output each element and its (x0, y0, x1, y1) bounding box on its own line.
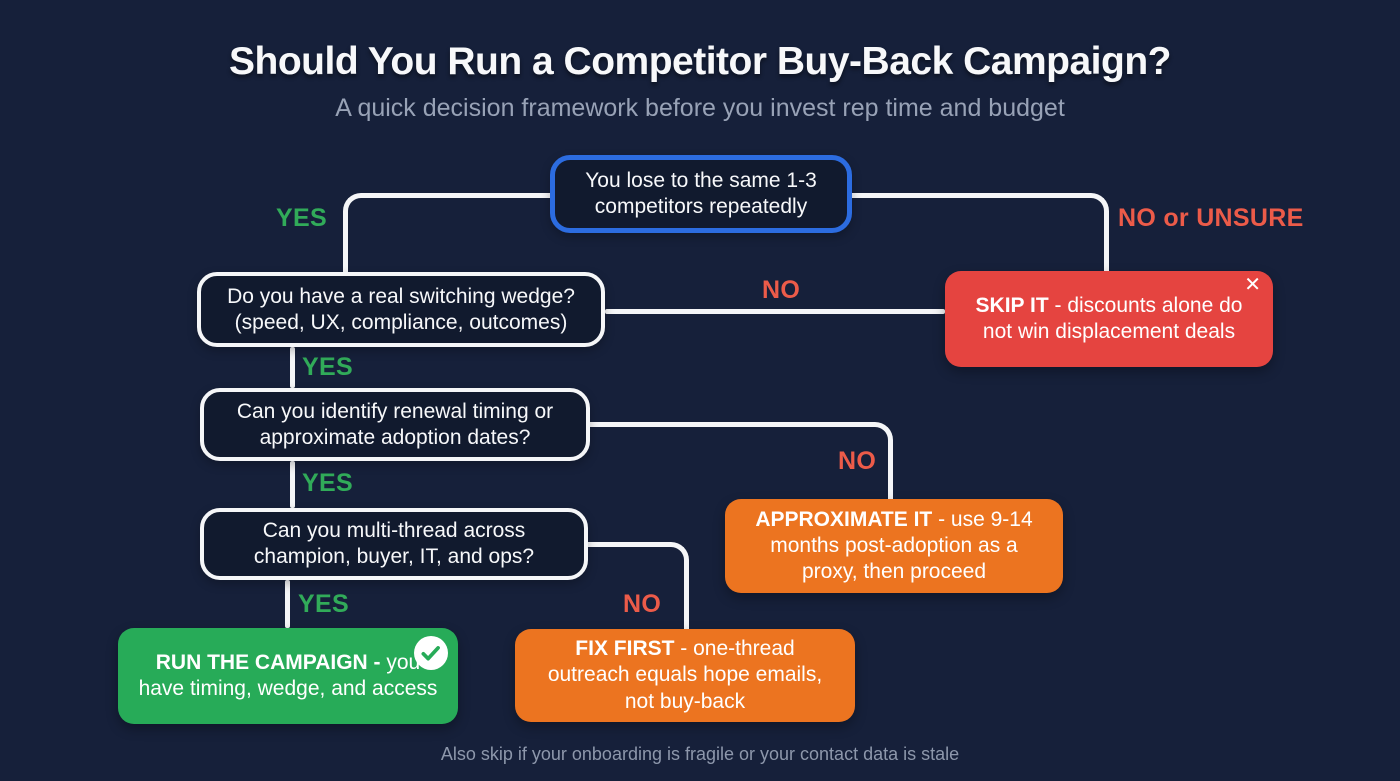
edge-label-start-yes: YES (276, 204, 327, 232)
outcome-fix-label: FIX FIRST (575, 637, 675, 661)
connector-wedge-yes (290, 347, 295, 388)
outcome-run-label: RUN THE CAMPAIGN - (155, 650, 381, 674)
connector-thread-no (588, 542, 689, 634)
outcome-fix-detail: - one-thread outreach equals hope emails… (547, 637, 823, 713)
connector-wedge-no (605, 309, 945, 314)
edge-label-wedge-yes: YES (302, 353, 353, 381)
outcome-run-text: RUN THE CAMPAIGN - you have timing, wedg… (136, 650, 440, 703)
page-subtitle: A quick decision framework before you in… (335, 94, 1065, 122)
node-start-question: You lose to the same 1-3 competitors rep… (550, 155, 852, 233)
edge-label-renewal-yes: YES (302, 469, 353, 497)
outcome-approximate-text: APPROXIMATE IT - use 9-14 months post-ad… (743, 507, 1045, 586)
connector-thread-yes (285, 580, 290, 628)
outcome-fix-text: FIX FIRST - one-thread outreach equals h… (533, 636, 837, 715)
connector-start-yes (343, 193, 550, 277)
x-icon: ✕ (1244, 274, 1261, 296)
node-multi-thread-question: Can you multi-thread across champion, bu… (200, 508, 588, 580)
outcome-approximate-detail: - use 9-14 months post-adoption as a pro… (770, 507, 1033, 584)
outcome-approximate-it: APPROXIMATE IT - use 9-14 months post-ad… (725, 499, 1063, 593)
outcome-run-detail: you have timing, wedge, and access (138, 650, 438, 700)
edge-label-start-no-or-unsure: NO or UNSURE (1118, 204, 1304, 232)
outcome-approximate-label: APPROXIMATE IT (755, 507, 933, 531)
outcome-skip-it: ✕ SKIP IT - discounts alone do not win d… (945, 271, 1273, 367)
outcome-skip-label: SKIP IT (975, 293, 1049, 317)
connector-renewal-yes (290, 461, 295, 508)
node-renewal-text: Can you identify renewal timing or appro… (236, 399, 554, 449)
node-switching-wedge-question: Do you have a real switching wedge? (spe… (197, 272, 605, 347)
footnote: Also skip if your onboarding is fragile … (440, 744, 960, 764)
outcome-skip-detail: - discounts alone do not win displacemen… (982, 293, 1243, 343)
node-start-text: You lose to the same 1-3 competitors rep… (585, 169, 817, 218)
node-renewal-timing-question: Can you identify renewal timing or appro… (200, 388, 590, 461)
edge-label-thread-no: NO (623, 590, 662, 618)
connector-start-no (852, 193, 1109, 276)
check-icon (414, 636, 448, 670)
outcome-skip-text: SKIP IT - discounts alone do not win dis… (963, 293, 1255, 346)
connector-renewal-no (590, 422, 893, 504)
node-wedge-text: Do you have a real switching wedge? (spe… (227, 284, 575, 334)
outcome-run-campaign: RUN THE CAMPAIGN - you have timing, wedg… (118, 628, 458, 724)
edge-label-wedge-no: NO (762, 276, 801, 304)
edge-label-thread-yes: YES (298, 590, 349, 618)
node-thread-text: Can you multi-thread across champion, bu… (253, 519, 535, 568)
outcome-fix-first: FIX FIRST - one-thread outreach equals h… (515, 629, 855, 722)
edge-label-renewal-no: NO (838, 447, 877, 475)
page-title: Should You Run a Competitor Buy-Back Cam… (229, 40, 1171, 83)
